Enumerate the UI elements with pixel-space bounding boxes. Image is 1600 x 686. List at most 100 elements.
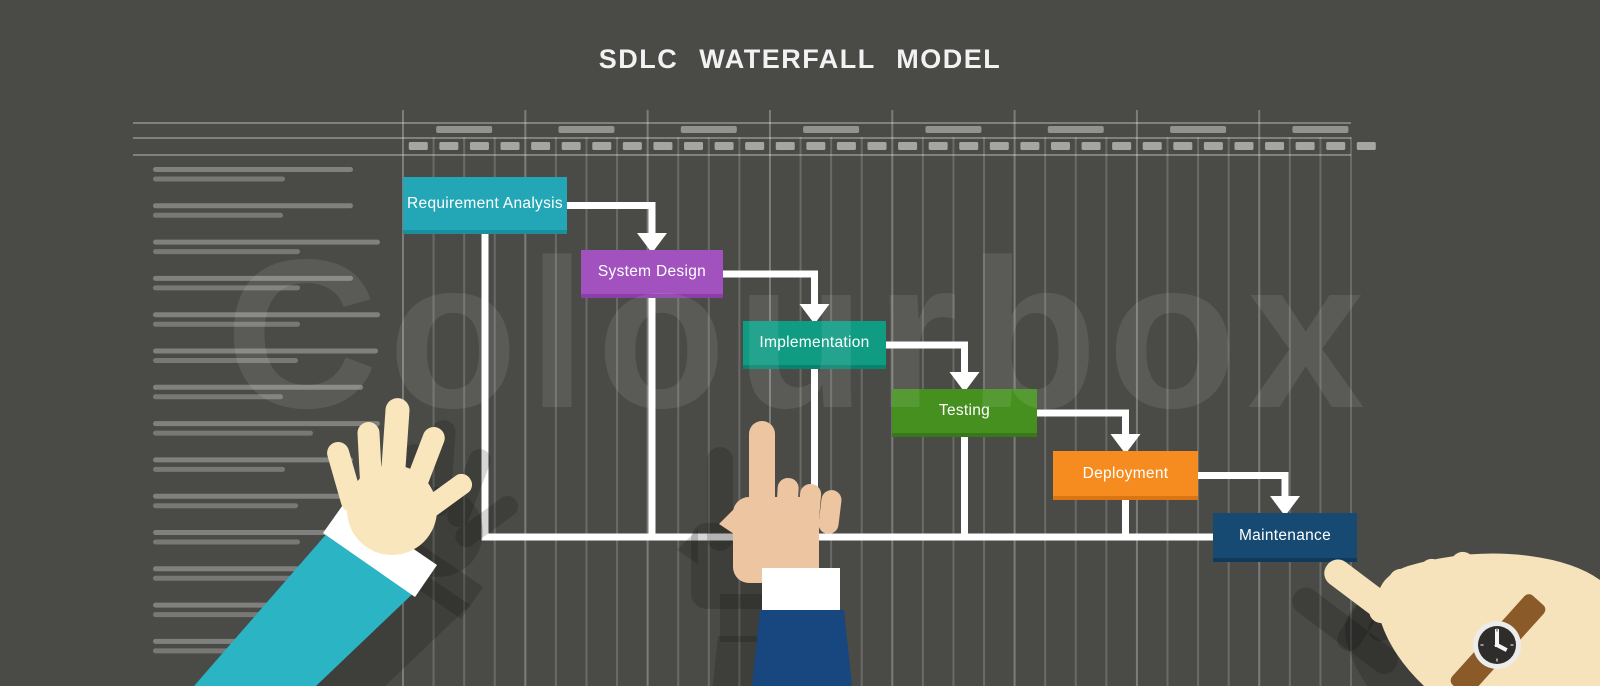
header-minor-bar [1265,142,1285,150]
baseline [481,533,1215,541]
grid-line-minor [1319,137,1322,686]
grid-line-major [1258,110,1261,686]
grid-line-minor [1166,137,1169,686]
connector-elbow [721,270,818,305]
grid-line-major [1135,110,1138,686]
task-row-bar-long [153,493,378,499]
header-minor-bar [592,142,612,150]
connector-elbow [565,202,656,234]
header-minor-bar [1081,142,1101,150]
grid-line-minor [707,137,710,686]
task-row-bar-long [153,167,353,172]
header-minor-bar [1356,142,1376,150]
grid-line-major [768,110,771,686]
grid-line-major [524,110,527,686]
header-minor-bar [714,142,734,150]
right-pointing-hand [1319,547,1600,686]
connector-elbow [1035,409,1129,435]
task-row-bar-short [153,575,293,581]
grid-line-minor [1350,137,1352,686]
drop-line [481,232,489,541]
drop-line [961,435,968,541]
phase-box-testing: Testing [892,389,1037,437]
phase-label: Maintenance [1238,526,1332,544]
header-minor-bar [1142,142,1162,150]
drop-line [1122,498,1129,541]
header-minor-bar [806,142,826,150]
grid-line-major [402,110,404,686]
header-group-bar [1292,126,1349,133]
grid-line-minor [463,137,466,686]
header-minor-bar [531,142,551,150]
header-minor-bar [1112,142,1132,150]
task-row-bar-long [153,239,380,245]
header-group-bar [1170,126,1227,133]
task-row-bar-long [153,530,353,535]
task-row-bar-long [153,348,378,354]
phase-box-system-design: System Design [581,250,723,298]
phase-box-requirement-analysis: Requirement Analysis [403,177,567,234]
header-minor-bar [836,142,856,150]
header-minor-bar [775,142,795,150]
connector-arrowhead [637,233,667,253]
phase-box-deployment: Deployment [1053,451,1198,500]
header-minor-bar [408,142,428,150]
header-minor-bar [1295,142,1315,150]
header-minor-bar [684,142,704,150]
header-minor-bar [1050,142,1070,150]
phase-label: Requirement Analysis [407,194,563,212]
header-minor-bar [1326,142,1346,150]
header-line [133,137,1351,139]
task-row-bar-long [153,384,363,390]
phase-label: Implementation [759,334,870,351]
header-minor-bar [469,142,489,150]
header-minor-bar [989,142,1009,150]
task-row-bar-short [153,212,283,218]
phase-label: System Design [597,263,707,280]
header-minor-bar [867,142,887,150]
grid-line-minor [799,137,802,686]
header-minor-bar [745,142,765,150]
grid-line-minor [1227,137,1230,686]
task-row-bar-short [153,249,300,255]
header-minor-bar [622,142,642,150]
header-group-bar [925,126,982,133]
grid-line-minor [554,137,557,686]
header-minor-bar [1020,142,1040,150]
task-row-bar-long [153,203,353,209]
task-row-bar-short [153,176,285,182]
task-row-bar-short [153,430,313,436]
header-line [133,154,1351,156]
grid-line-minor [616,137,619,686]
header-minor-bar [959,142,979,150]
drop-line [648,296,656,541]
connector-arrowhead [799,304,830,324]
grid-line-minor [830,137,833,686]
header-group-bar [680,126,737,133]
grid-line-minor [1197,137,1200,686]
task-row-bar-short [153,503,298,509]
connector-arrowhead [949,372,980,392]
header-group-bar [1047,126,1104,133]
task-row-bar-short [153,539,300,545]
header-minor-bar [1203,142,1223,150]
task-row-bar-long [153,312,380,318]
grid-line-minor [738,137,741,686]
header-line [133,122,1351,124]
header-minor-bar [1173,142,1193,150]
grid-line-minor [677,137,680,686]
task-row-bar-short [153,394,283,400]
task-row-bar-short [153,358,298,363]
task-row-bar-long [153,275,353,281]
header-minor-bar [561,142,581,150]
task-row-bar-long [153,421,380,427]
grid-line-minor [1288,137,1291,686]
phase-box-implementation: Implementation [743,321,886,369]
connector-arrowhead [1110,434,1141,454]
header-group-bar [803,126,860,133]
header-minor-bar [928,142,948,150]
grid-line-minor [860,137,863,686]
